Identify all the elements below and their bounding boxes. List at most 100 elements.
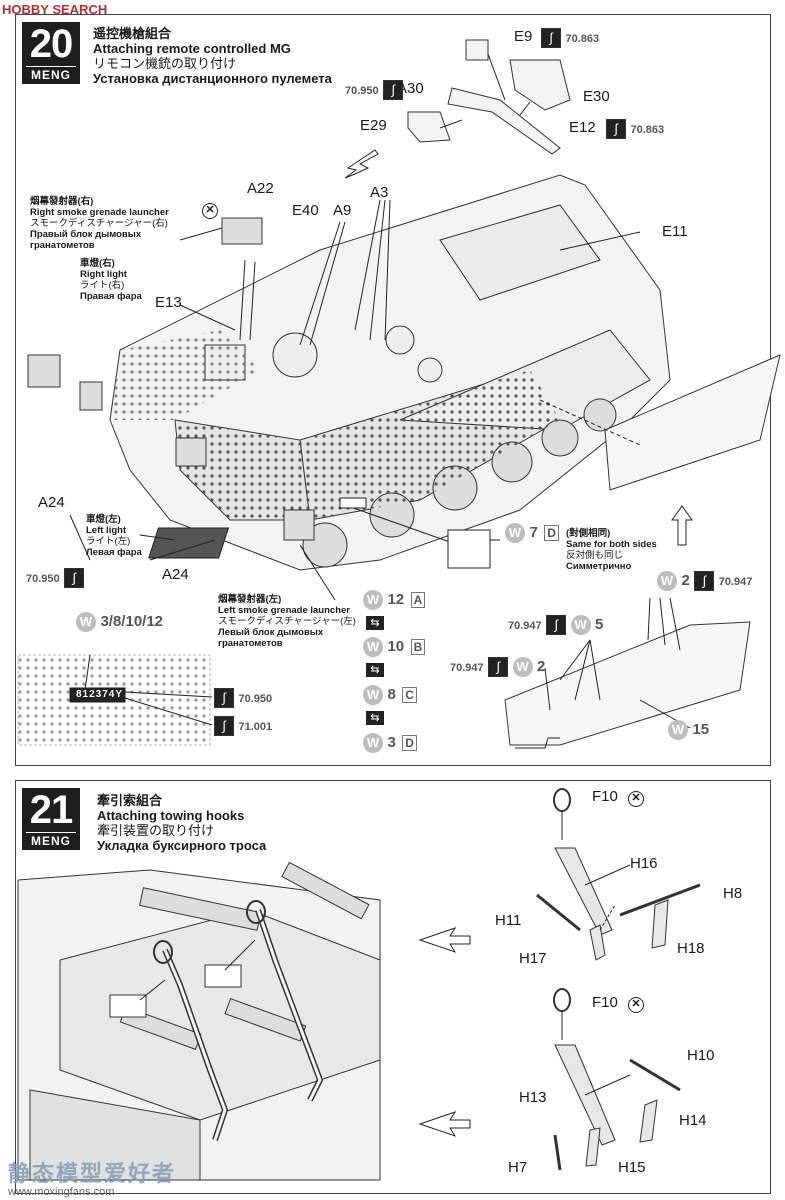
part-label-a24-left: A24 [38,494,65,511]
paint-bottle-icon: ∫ [541,28,561,48]
decal-w-multi: W 3/8/10/12 [76,612,163,632]
step-21-title-zh: 牽引索組合 [97,793,163,808]
decal-w12: W 12 A [363,590,426,610]
decal-w10: W 10 B [363,637,426,657]
decal-water-icon: W [657,571,677,591]
no-glue-icon: ✕ [628,791,644,807]
decal-w7: W 7 D [505,523,559,543]
label-left-light: 車燈(左) Left light ライト(左) Левая фара [86,514,142,558]
part-label-h10: H10 [687,1047,715,1064]
watermark-title: 静态模型爱好者 [8,1162,177,1187]
part-label-e30: E30 [583,88,610,105]
left-light-ru: Левая фара [86,547,142,558]
paint-bottle-icon: ∫ [606,119,626,139]
part-e30-shape [509,59,571,111]
inset-detail [17,654,213,746]
part-label-h18: H18 [677,940,705,957]
decal-water-icon: W [570,615,591,635]
step-21-number: 21 [29,788,74,832]
side-skirt [604,354,781,491]
armor-rivet-pattern [110,330,560,520]
right-light-en: Right light [80,269,127,280]
part-mg-shape [447,87,561,155]
decal-w8-num: 8 [387,686,396,704]
rear-hull [17,861,381,1181]
part-label-h8: H8 [723,885,743,902]
paint-code-w5: 70.947 [508,620,542,633]
decal-w3-num: 3 [387,734,396,752]
paint-plate-b: ∫ 71.001 [214,716,272,736]
decal-water-icon: W [363,590,383,610]
decal-w10-box: B [410,639,426,656]
step-20-titles: 遥控機槍組合 Attaching remote controlled MG リモ… [93,26,332,86]
decal-w15-num: 15 [692,721,710,739]
decal-w3: W 3 D [363,733,417,753]
no-glue-mg: ✕ [202,200,218,219]
decal-w15: W 15 [668,720,709,740]
decal-w-multi-num: 3/8/10/12 [100,613,164,631]
decal-w2-top: W 2 ∫ 70.947 [657,571,753,592]
decal-w2-mid-num: 2 [537,658,546,676]
skirt-decal-panel [504,621,751,746]
part-label-h13: H13 [519,1089,547,1106]
part-label-e9: E9 [514,28,533,45]
part-label-e11: E11 [662,223,688,240]
paint-bottle-icon: ∫ [546,615,567,636]
footer-watermark: 静态模型爱好者 www.moxingfans.com [8,1156,176,1198]
step-21-badge: 21 MENG [22,788,80,850]
step-21-title-en: Attaching towing hooks [97,808,245,823]
decal-w5-num: 5 [595,616,604,634]
paint-code-plate-a: 70.950 [238,693,273,705]
decal-placeholder-box [447,529,491,569]
right-smoke-en: Right smoke grenade launcher [30,207,169,218]
label-same-both-sides: (對側相同) Same for both sides 反対側も同じ Симмет… [566,528,657,572]
light-right-shape [79,381,103,411]
part-e29-shape [407,111,451,143]
paint-code-e9: 70.863 [565,33,600,45]
part-label-h17: H17 [519,950,547,967]
decal-w5: 70.947 ∫ W 5 [508,615,604,636]
no-glue-icon: ✕ [202,203,218,219]
paint-bottle-icon: ∫ [488,657,509,678]
plate-number: 812374Y [76,689,124,700]
paint-code-a24: 70.950 [26,573,60,585]
label-right-light: 車燈(右) Right light ライト(右) Правая фара [80,258,142,302]
part-label-h14: H14 [679,1112,707,1129]
part-e9-shape [465,39,489,61]
left-light-jp: ライト(左) [86,536,131,547]
paint-code-w2-top: 70.947 [718,576,753,589]
paint-code-a30: 70.950 [345,85,379,97]
decal-water-icon: W [512,657,533,677]
paint-bottle-icon: ∫ [383,80,404,100]
part-label-f10-upper: F10 [592,788,618,805]
same-zh: (對側相同) [566,528,611,539]
decal-plate-hull [339,497,367,509]
part-label-a30: A30 [397,80,424,97]
part-label-e13: E13 [155,294,182,311]
right-smoke-ru1: Правый блок дымовых [30,229,142,240]
step-20-title-ru: Установка дистанционного пулемета [93,71,332,86]
mg-assembly [407,39,571,155]
step-21-title-ru: Укладка буксирного троса [97,838,267,853]
left-smoke-zh: 烟幕發射器(左) [218,594,282,605]
left-smoke-ru2: гранатометов [218,638,283,649]
part-label-a9: A9 [333,202,352,219]
part-label-e40: E40 [292,202,319,219]
step-20-title-jp: リモコン機銃の取り付け [93,56,237,71]
step-21-titles: 牽引索組合 Attaching towing hooks 牽引装置の取り付け У… [97,793,266,853]
right-smoke-jp: スモークディスチャージャー(右) [30,218,168,229]
part-label-e29: E29 [360,117,387,134]
part-label-h16: H16 [630,855,658,872]
arrow-left-icon [418,927,471,953]
light-left-shape [175,437,207,467]
source-logo-text: HOBBY SEARCH [2,2,108,17]
decal-w12-box: A [410,592,426,609]
part-label-h7: H7 [508,1159,528,1176]
label-left-smoke: 烟幕發射器(左) Left smoke grenade launcher スモー… [218,594,356,649]
no-glue-f10-upper: ✕ [628,788,644,807]
step-20-title-zh: 遥控機槍組合 [93,26,172,41]
right-light-jp: ライト(右) [80,280,125,291]
paint-code-plate-b: 71.001 [238,721,273,733]
